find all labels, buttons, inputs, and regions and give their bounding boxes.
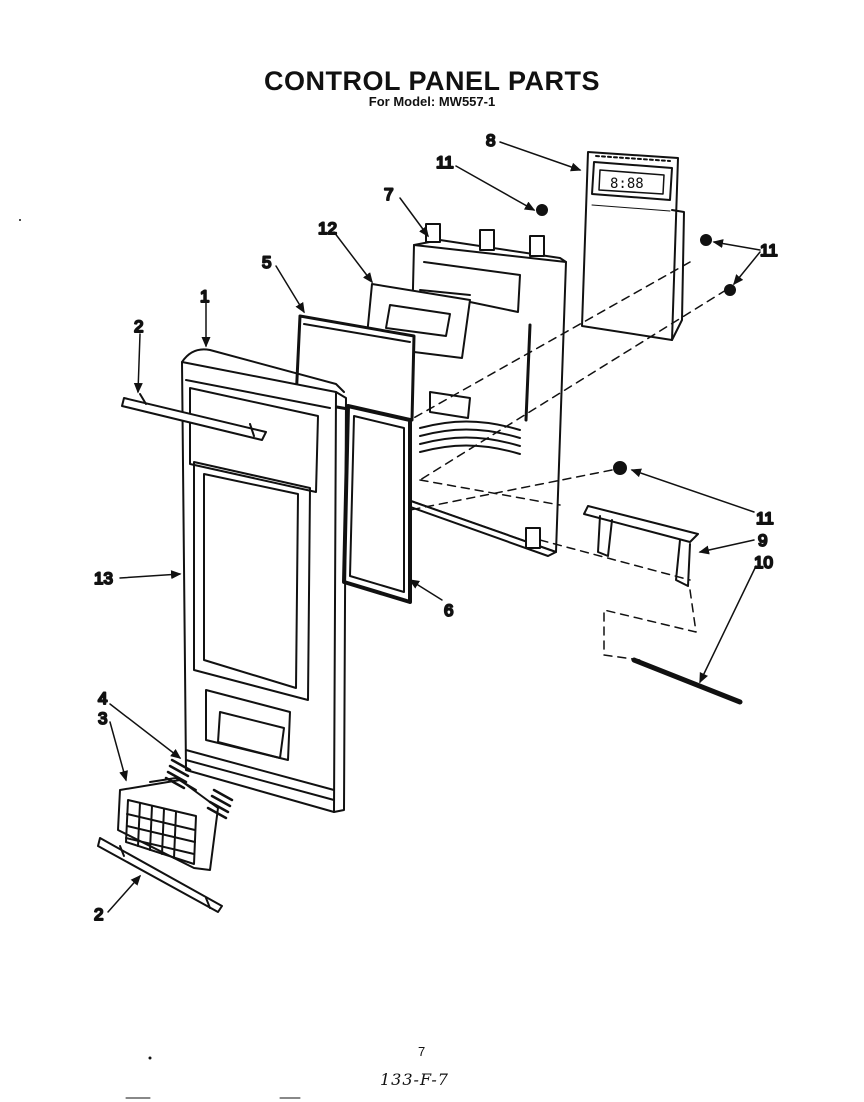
- callout-1: 1: [200, 287, 209, 306]
- part-2-handle-top: [121, 393, 267, 441]
- callout-8: 8: [486, 131, 495, 150]
- svg-text:8:88: 8:88: [610, 176, 644, 192]
- callout-4: 4: [98, 689, 107, 708]
- part-6-rear-panel: [342, 404, 412, 604]
- callout-11-lower: 11: [756, 509, 774, 528]
- part-9-bracket-clip: [583, 505, 699, 587]
- callout-2-bottom: 2: [94, 905, 103, 924]
- callout-6: 6: [444, 601, 453, 620]
- alignment-dashes: [409, 261, 727, 661]
- callout-9: 9: [758, 531, 767, 550]
- document-code: 133-F-7: [380, 1070, 449, 1089]
- part-4-springs: [164, 758, 234, 820]
- callout-leader-lines: [107, 141, 761, 913]
- callout-7: 7: [384, 185, 393, 204]
- part-3-button-grid: [117, 777, 219, 871]
- part-2-handle-bottom: [97, 837, 223, 913]
- part-10-rod: [631, 657, 743, 705]
- callout-2-top: 2: [134, 317, 143, 336]
- part-8-control-board: 8:88: [581, 151, 685, 341]
- part-11-screws: [536, 204, 736, 475]
- callout-13: 13: [94, 569, 113, 588]
- callout-3: 3: [98, 709, 107, 728]
- model-subtitle: For Model: MW557-1: [368, 94, 496, 109]
- callout-5: 5: [262, 253, 271, 272]
- callout-12: 12: [318, 219, 337, 238]
- callout-11-right: 11: [760, 241, 778, 260]
- part-13-front-panel: [181, 348, 347, 813]
- page-number: 7: [418, 1044, 426, 1059]
- callout-11: 11: [436, 153, 454, 172]
- callout-10: 10: [754, 553, 773, 572]
- page-title: CONTROL PANEL PARTS: [263, 66, 601, 96]
